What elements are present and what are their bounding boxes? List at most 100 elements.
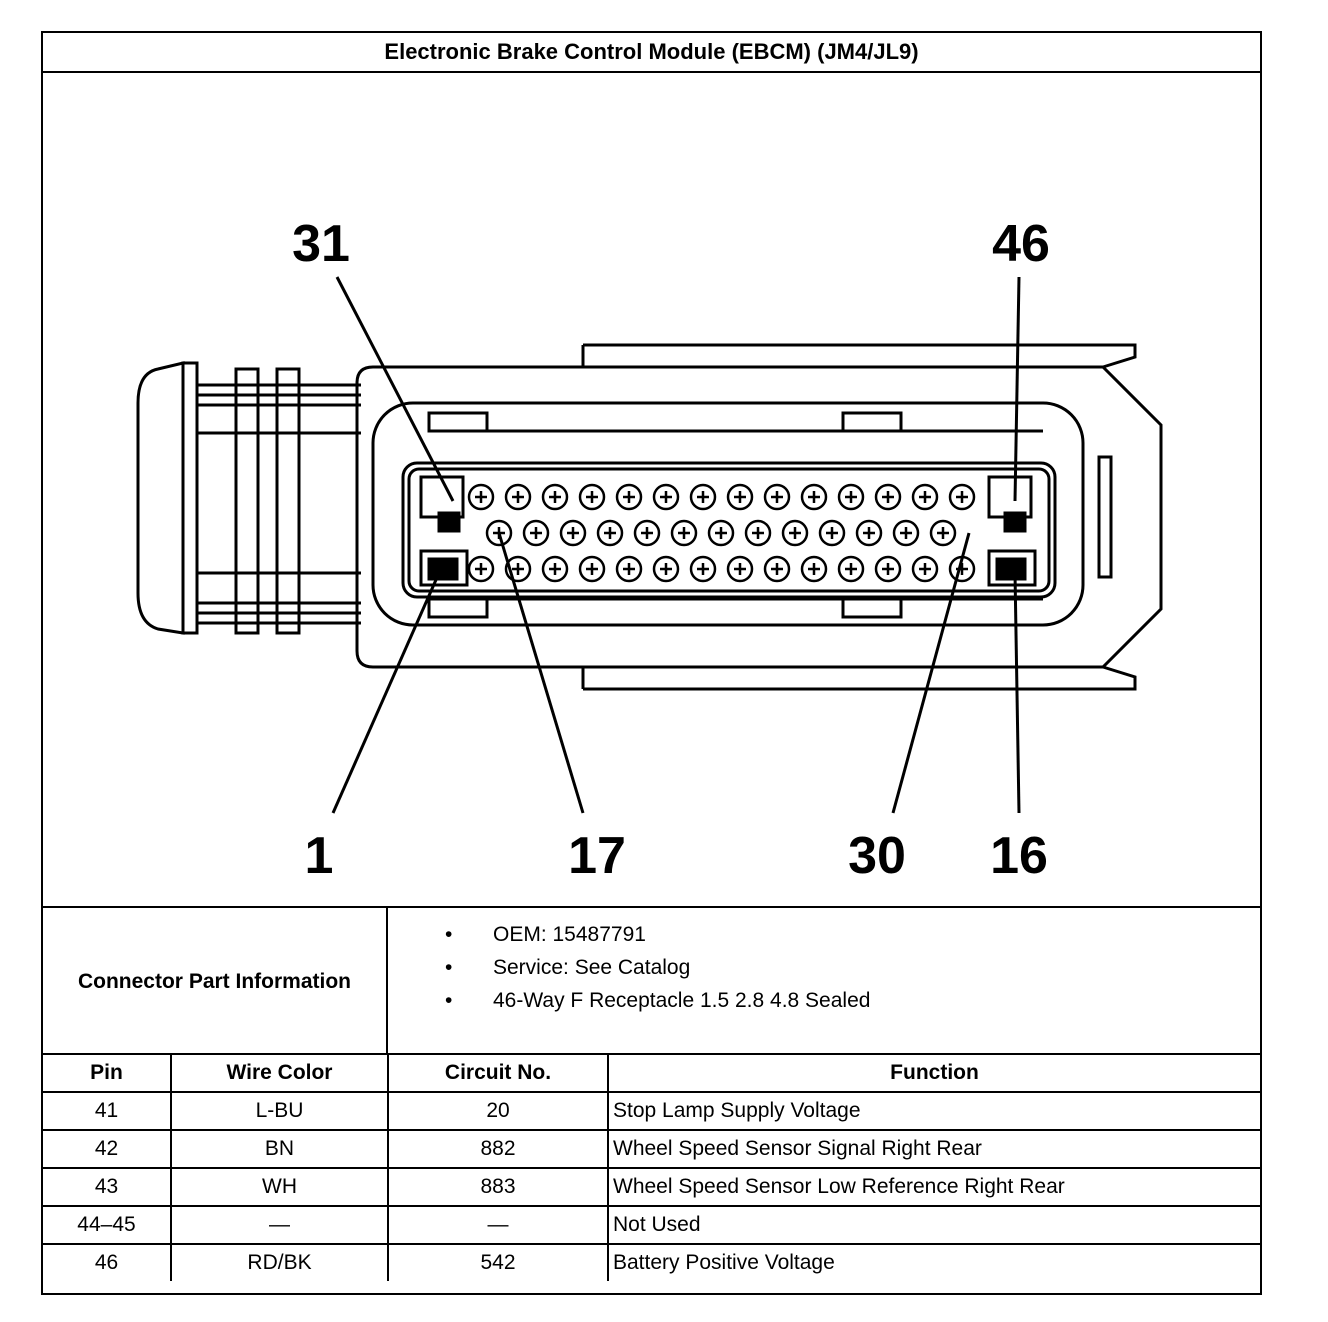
terminal-cross <box>697 491 709 503</box>
terminal-cross <box>715 527 727 539</box>
terminal-cavity <box>504 483 532 511</box>
pin-table: Pin Wire Color Circuit No. Function 41 L… <box>43 1053 1260 1281</box>
header-wire-color: Wire Color <box>170 1053 389 1093</box>
terminal-cross <box>752 527 764 539</box>
terminal-cavity <box>633 519 661 547</box>
connector-drawing: 31 46 1 17 30 16 <box>136 215 1163 885</box>
header-function: Function <box>607 1053 1260 1093</box>
table-header-row: Pin Wire Color Circuit No. Function <box>43 1053 1260 1093</box>
terminal-cavity <box>763 555 791 583</box>
terminal-cross <box>567 527 579 539</box>
bullet-icon: • <box>445 923 453 946</box>
terminal-cavity <box>652 555 680 583</box>
terminal-cavity <box>911 555 939 583</box>
bullet-icon: • <box>445 989 453 1012</box>
terminal-cavity <box>615 555 643 583</box>
terminal-cavity <box>948 483 976 511</box>
cell-pin: 46 <box>43 1243 172 1281</box>
terminal-cavity <box>670 519 698 547</box>
terminal-cross <box>623 491 635 503</box>
terminal-cavity <box>615 483 643 511</box>
terminal-cross <box>919 563 931 575</box>
callout-17: 17 <box>568 827 626 885</box>
info-item: •46-Way F Receptacle 1.5 2.8 4.8 Sealed <box>441 984 870 1017</box>
terminal-cavity <box>485 519 513 547</box>
connector-info-list: •OEM: 15487791 •Service: See Catalog •46… <box>441 918 870 1017</box>
terminal-cross <box>512 491 524 503</box>
terminal-cavity <box>522 519 550 547</box>
callout-31: 31 <box>292 215 350 273</box>
terminal-cavity <box>541 555 569 583</box>
table-row: 42 BN 882 Wheel Speed Sensor Signal Righ… <box>43 1129 1260 1169</box>
cell-pin: 41 <box>43 1091 172 1131</box>
cell-function: Battery Positive Voltage <box>607 1243 1260 1281</box>
terminal-cross <box>475 563 487 575</box>
terminal-cavity <box>763 483 791 511</box>
cell-function: Wheel Speed Sensor Signal Right Rear <box>607 1129 1260 1169</box>
terminal-cross <box>863 527 875 539</box>
terminal-cavity <box>689 555 717 583</box>
terminal-cross <box>882 491 894 503</box>
terminal-cavity <box>726 483 754 511</box>
callout-16: 16 <box>990 827 1048 885</box>
leader-31 <box>335 276 455 502</box>
terminal-cavity <box>578 483 606 511</box>
callout-30: 30 <box>848 827 906 885</box>
terminal-cavity <box>874 555 902 583</box>
connector-housing <box>136 343 1163 691</box>
terminal-cavity <box>818 519 846 547</box>
leader-16 <box>1013 572 1021 814</box>
terminal-cross <box>586 563 598 575</box>
terminal-cavity <box>541 483 569 511</box>
cell-circuit: 882 <box>387 1129 609 1169</box>
cell-function: Wheel Speed Sensor Low Reference Right R… <box>607 1167 1260 1207</box>
callout-46: 46 <box>992 215 1050 273</box>
terminal-cavity <box>929 519 957 547</box>
terminal-cross <box>641 527 653 539</box>
connector-sheet: Electronic Brake Control Module (EBCM) (… <box>41 31 1262 1295</box>
header-pin: Pin <box>43 1053 172 1093</box>
terminal-cross <box>956 491 968 503</box>
terminal-cavity <box>689 483 717 511</box>
terminal-cavity <box>726 555 754 583</box>
terminal-cavity <box>781 519 809 547</box>
cell-circuit: 20 <box>387 1091 609 1131</box>
cell-pin: 42 <box>43 1129 172 1169</box>
terminal-cavity <box>578 555 606 583</box>
table-row: 43 WH 883 Wheel Speed Sensor Low Referen… <box>43 1167 1260 1207</box>
terminal-cross <box>623 563 635 575</box>
terminal-cross <box>734 491 746 503</box>
connector-part-info: Connector Part Information •OEM: 1548779… <box>43 906 1260 1055</box>
connector-diagram: 31 46 1 17 30 16 <box>43 73 1260 906</box>
cell-wire-color: WH <box>170 1167 389 1207</box>
terminal-cavity <box>800 555 828 583</box>
bullet-icon: • <box>445 956 453 979</box>
terminal-cavity <box>467 555 495 583</box>
sheet-title: Electronic Brake Control Module (EBCM) (… <box>43 33 1260 73</box>
cell-wire-color: BN <box>170 1129 389 1169</box>
large-terminals <box>419 475 1037 587</box>
terminal-cavity <box>559 519 587 547</box>
terminal-cavity <box>652 483 680 511</box>
terminal-cross <box>771 563 783 575</box>
info-item-text: OEM: 15487791 <box>493 923 646 946</box>
terminal-cavity <box>504 555 532 583</box>
terminal-cavity <box>707 519 735 547</box>
terminal-cavity <box>800 483 828 511</box>
terminal-cross <box>660 563 672 575</box>
terminal-cavity <box>874 483 902 511</box>
cell-wire-color: L-BU <box>170 1091 389 1131</box>
terminal-cross <box>771 491 783 503</box>
cell-pin: 43 <box>43 1167 172 1207</box>
terminal-cross <box>604 527 616 539</box>
terminal-cavity <box>744 519 772 547</box>
callout-1: 1 <box>305 827 334 885</box>
leader-1 <box>331 572 441 814</box>
cell-function: Not Used <box>607 1205 1260 1245</box>
cell-function: Stop Lamp Supply Voltage <box>607 1091 1260 1131</box>
terminal-cross <box>475 491 487 503</box>
cell-wire-color: — <box>170 1205 389 1245</box>
cell-wire-color: RD/BK <box>170 1243 389 1281</box>
callout-leaders <box>331 276 1021 814</box>
terminal-cross <box>734 563 746 575</box>
